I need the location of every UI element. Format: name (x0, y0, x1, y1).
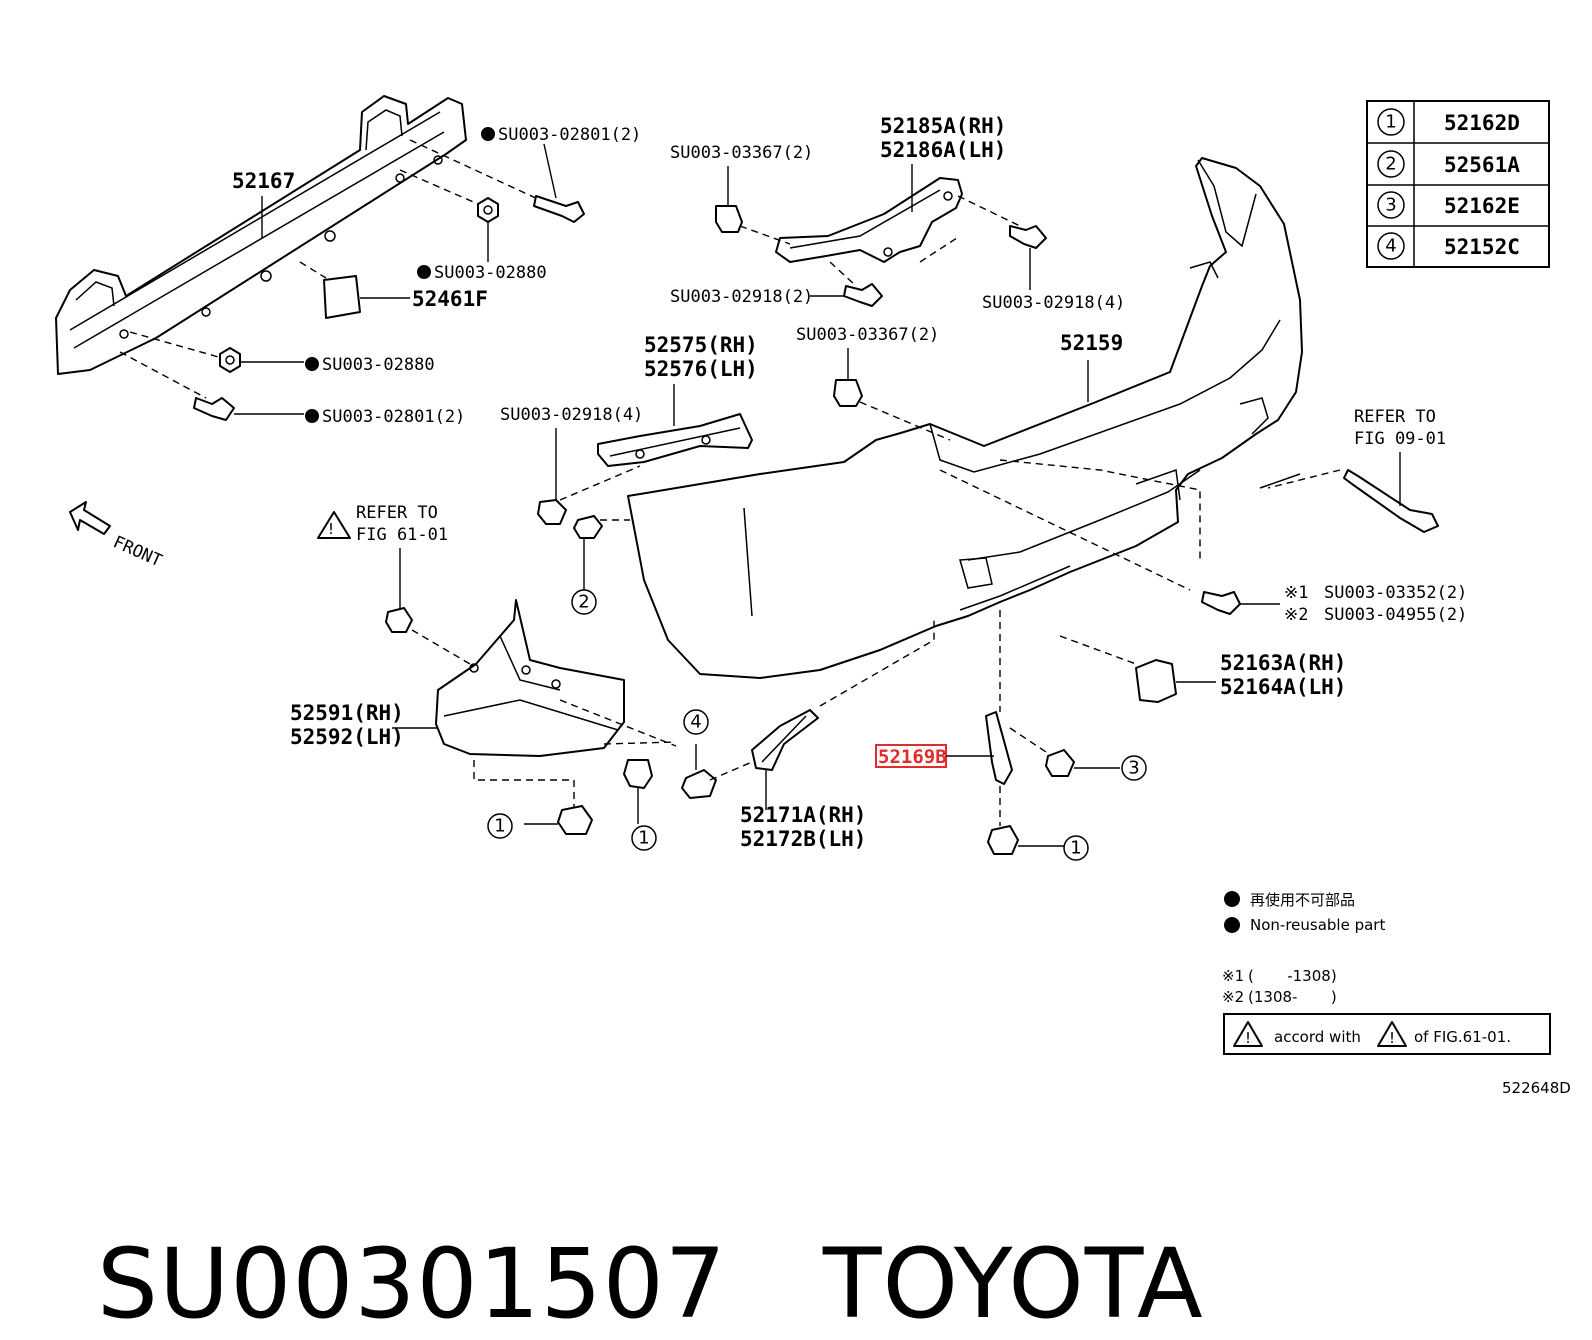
note-mark-2: ※2 (1284, 605, 1308, 625)
note-nonreusable-en: Non-reusable part (1250, 916, 1385, 934)
label-su003-02801-mid: SU003-02801(2) (322, 407, 465, 427)
svg-text:4: 4 (690, 712, 701, 733)
label-52592: 52592(LH) (290, 725, 404, 749)
label-52164A: 52164A(LH) (1220, 675, 1346, 699)
label-su003-03367-top: SU003-03367(2) (670, 143, 813, 163)
label-su003-02918-4-left: SU003-02918(4) (500, 405, 643, 425)
legend-part-3: 52162E (1444, 194, 1520, 218)
label-52185A: 52185A(RH) (880, 114, 1006, 138)
note-mark-1: ※1 (1284, 583, 1308, 603)
bracket-52575: 52575(RH) 52576(LH) SU003-02918(4) (500, 333, 758, 590)
bumper-clips: SU003-03367(2) (796, 325, 1201, 591)
label-su003-02880-mid: SU003-02880 (322, 355, 435, 375)
legend-num-1: 1 (1385, 112, 1396, 133)
callout-3 (1121, 755, 1147, 781)
retainer-52185A: 52185A(RH) 52186A(LH) SU003-03367(2) SU0… (670, 114, 1125, 313)
label-52167: 52167 (232, 169, 295, 193)
reinforcement-fasteners: SU003-02801(2) SU003-02880 52461F SU003-… (119, 125, 641, 427)
legend-num-2: 2 (1385, 154, 1396, 175)
label-52171A: 52171A(RH) (740, 803, 866, 827)
svg-text:1: 1 (1070, 838, 1081, 859)
svg-text:!: ! (328, 520, 334, 538)
screw-03352: ※1 SU003-03352(2) ※2 SU003-04955(2) (1201, 583, 1467, 625)
note-range1: ( -1308) (1248, 967, 1337, 985)
note-range2: (1308- ) (1248, 988, 1337, 1006)
refer-09-01: REFER TO FIG 09-01 (1267, 407, 1446, 533)
label-52163A: 52163A(RH) (1220, 651, 1346, 675)
refer-09-01-line1: REFER TO (1354, 407, 1436, 427)
label-52576: 52576(LH) (644, 357, 758, 381)
label-su003-02918-2: SU003-02918(2) (670, 287, 813, 307)
refer-61-01-line1: REFER TO (356, 503, 438, 523)
callouts: 2 4 1 1 3 1 (487, 589, 1147, 861)
legend-part-1: 52162D (1444, 111, 1520, 135)
label-52159: 52159 (1060, 331, 1123, 355)
refer-09-01-line2: FIG 09-01 (1354, 429, 1446, 449)
legend-num-4: 4 (1385, 236, 1396, 257)
label-su003-02880-top: SU003-02880 (434, 263, 547, 283)
reinforcement-52167: 52167 (55, 95, 467, 375)
note-range1-mark: ※1 (1222, 967, 1244, 985)
label-52172B: 52172B(LH) (740, 827, 866, 851)
svg-text:1: 1 (494, 816, 505, 837)
callout-1-mid (631, 825, 657, 851)
label-52575: 52575(RH) (644, 333, 758, 357)
svg-text:2: 2 (578, 592, 589, 613)
notes: 再使用不可部品 Non-reusable part ※1 ( -1308) ※2… (1222, 891, 1571, 1097)
diagram-id: 522648D (1502, 1079, 1571, 1097)
caption-brand: TOYOTA (822, 1228, 1204, 1340)
mudguard-52591: 52591(RH) 52592(LH) (290, 599, 677, 835)
label-52591: 52591(RH) (290, 701, 404, 725)
callout-4 (683, 709, 709, 735)
label-52186A: 52186A(LH) (880, 138, 1006, 162)
label-52169B: 52169B (878, 746, 947, 768)
callout-1-left (487, 813, 513, 839)
caption-part-number: SU00301507 (97, 1228, 727, 1340)
svg-text:!: ! (1389, 1029, 1395, 1047)
front-arrow: FRONT (69, 501, 165, 571)
front-label: FRONT (110, 532, 165, 571)
bracket-52169B: 52169B (875, 610, 1120, 855)
svg-text:!: ! (1245, 1029, 1251, 1047)
note-accord-with: accord with (1274, 1028, 1361, 1046)
note-of-fig: of FIG.61-01. (1414, 1028, 1511, 1046)
bumper-cover-52159: 52159 (627, 157, 1303, 679)
label-su003-03367-mid: SU003-03367(2) (796, 325, 939, 345)
note-nonreusable-jp: 再使用不可部品 (1250, 891, 1355, 909)
label-su003-02801-top: SU003-02801(2) (498, 125, 641, 145)
svg-text:1: 1 (638, 828, 649, 849)
label-su003-04955: SU003-04955(2) (1324, 605, 1467, 625)
label-su003-03352: SU003-03352(2) (1324, 583, 1467, 603)
legend-num-3: 3 (1385, 195, 1396, 216)
legend-table: 1 52162D 2 52561A 3 52162E 4 52152C (1366, 100, 1550, 268)
legend-part-2: 52561A (1444, 153, 1520, 177)
bracket-52171A: 52171A(RH) 52172B(LH) (681, 620, 935, 851)
svg-text:3: 3 (1128, 758, 1139, 779)
legend-part-4: 52152C (1444, 235, 1520, 259)
callout-2 (571, 589, 597, 615)
refer-61-01: ! REFER TO FIG 61-01 (317, 503, 471, 665)
label-su003-02918-4-right: SU003-02918(4) (982, 293, 1125, 313)
refer-61-01-line2: FIG 61-01 (356, 525, 448, 545)
note-range2-mark: ※2 (1222, 988, 1244, 1006)
callout-1-right (1063, 835, 1089, 861)
cap-52163A: 52163A(RH) 52164A(LH) (1059, 635, 1346, 703)
label-52461F: 52461F (412, 287, 488, 311)
